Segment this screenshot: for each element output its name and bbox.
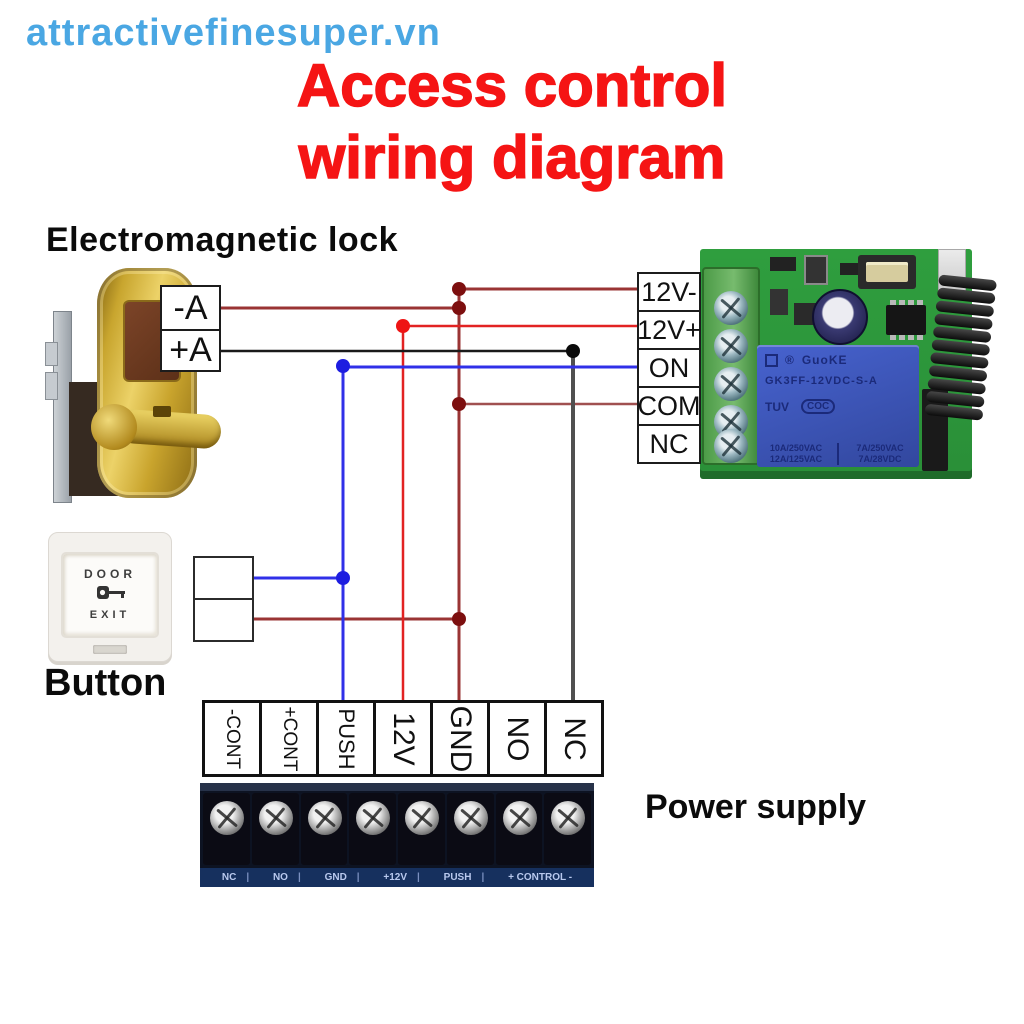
- terminal-screw: [356, 801, 391, 835]
- controller-terminal-cont-minus: -CONT: [202, 700, 262, 777]
- controller-terminal-12v: 12V: [373, 700, 433, 777]
- exit-button-image: DOOR EXIT: [48, 532, 172, 662]
- controller-terminal-push: PUSH: [316, 700, 376, 777]
- pcb-component: [804, 255, 828, 285]
- ps-label-no: NO: [273, 872, 301, 883]
- terminal-screw: [714, 291, 748, 325]
- controller-terminal-gnd: GND: [430, 700, 490, 777]
- controller-terminal-cont-plus: +CONT: [259, 700, 319, 777]
- relay-terminal-on: ON: [637, 348, 701, 388]
- exit-button-face: DOOR EXIT: [61, 552, 159, 638]
- junction-dot-darkred-1: [452, 282, 466, 296]
- page-title: Access control wiring diagram: [0, 50, 1024, 194]
- button-terminal-box-lower: [193, 598, 254, 642]
- controller-terminal-no: NO: [487, 700, 547, 777]
- terminal-screw: [714, 429, 748, 463]
- exit-button-door-text: DOOR: [84, 567, 136, 581]
- pcb-antenna-coil: [923, 274, 997, 435]
- key-icon: [97, 586, 125, 599]
- lock-latch-bolt: [45, 342, 58, 366]
- ps-terminal: [446, 793, 494, 865]
- terminal-screw: [714, 329, 748, 363]
- power-supply-pcb-edge: [200, 783, 594, 791]
- terminal-screw: [714, 367, 748, 401]
- lock-section-heading: Electromagnetic lock: [46, 221, 399, 259]
- relay-logo-icon: [765, 353, 778, 367]
- page-title-line1: Access control: [296, 51, 728, 120]
- pcb-ic-chip: [886, 300, 926, 340]
- junction-dot-darkred-3: [452, 397, 466, 411]
- exit-button-brand-badge: [93, 645, 127, 654]
- power-supply-port-labels: NC NO GND +12V PUSH + CONTROL -: [200, 868, 594, 887]
- ps-label-gnd: GND: [325, 872, 360, 883]
- relay-screw-terminal-block: [702, 267, 760, 465]
- terminal-screw: [405, 801, 439, 835]
- relay-reg-mark: ®: [785, 353, 795, 367]
- relay-brand-row: ® GuoKE: [765, 353, 848, 367]
- watermark-text: attractivefinesuper.vn: [26, 12, 441, 54]
- relay-rating-divider: [837, 443, 839, 465]
- controller-terminal-nc: NC: [544, 700, 604, 777]
- ps-label-control: + CONTROL -: [508, 872, 573, 883]
- relay-terminal-12v-plus: 12V+: [637, 310, 701, 350]
- power-supply-terminal-blocks: [202, 792, 592, 866]
- terminal-screw: [453, 801, 488, 835]
- relay-cert-coc: COC: [801, 399, 836, 414]
- relay-cert-row: TUV COC: [765, 399, 836, 414]
- lock-handle-hub: [153, 406, 171, 417]
- pcb-component: [770, 257, 796, 271]
- relay-cert-tuv: TUV: [765, 399, 789, 414]
- page-title-line2: wiring diagram: [298, 123, 726, 192]
- relay-terminal-com: COM: [637, 386, 701, 426]
- pcb-component: [770, 289, 788, 315]
- exit-button-exit-text: EXIT: [89, 609, 131, 621]
- terminal-screw: [551, 801, 586, 835]
- ps-label-12v: +12V: [383, 872, 419, 883]
- junction-dot-darkred-4: [452, 612, 466, 626]
- ps-label-nc: NC: [222, 872, 249, 883]
- ps-terminal: [251, 793, 299, 865]
- pcb-component: [840, 263, 858, 275]
- terminal-screw: [502, 801, 537, 835]
- junction-dot-darkred-2: [452, 301, 466, 315]
- lock-terminal-negative: -A: [160, 285, 221, 331]
- junction-dot-blue-1: [336, 359, 350, 373]
- junction-dot-black: [566, 344, 580, 358]
- relay-module-image: ® GuoKE GK3FF-12VDC-S-A TUV COC 10A/250V…: [700, 249, 997, 479]
- terminal-screw: [307, 801, 342, 835]
- relay-blue-body: ® GuoKE GK3FF-12VDC-S-A TUV COC 10A/250V…: [757, 345, 919, 467]
- controller-terminal-row: -CONT +CONT PUSH 12V GND NO NC: [202, 700, 604, 777]
- lock-terminal-positive: +A: [160, 329, 221, 372]
- ps-terminal: [349, 793, 396, 865]
- pcb-capacitor: [812, 289, 868, 345]
- ps-terminal: [398, 793, 445, 865]
- ps-terminal: [300, 793, 348, 865]
- relay-terminal-12v-minus: 12V-: [637, 272, 701, 312]
- ps-label-push: PUSH: [444, 872, 485, 883]
- junction-dot-blue-2: [336, 571, 350, 585]
- lock-handle-knob: [91, 404, 137, 450]
- power-supply-heading: Power supply: [645, 788, 867, 826]
- relay-rating-right: 7A/250VAC 7A/28VDC: [856, 443, 904, 464]
- relay-rating-left: 10A/250VAC 12A/125VAC: [769, 443, 823, 464]
- lock-dead-bolt: [45, 372, 58, 400]
- button-section-heading: Button: [44, 662, 167, 704]
- junction-dot-red: [396, 319, 410, 333]
- ps-terminal: [544, 793, 591, 865]
- relay-model: GK3FF-12VDC-S-A: [765, 375, 878, 387]
- relay-ratings: 10A/250VAC 12A/125VAC 7A/250VAC 7A/28VDC: [757, 443, 919, 465]
- relay-brand: GuoKE: [801, 353, 848, 367]
- power-supply-image: NC NO GND +12V PUSH + CONTROL -: [200, 783, 594, 887]
- ps-terminal: [495, 793, 543, 865]
- pcb-pushbutton: [858, 255, 916, 289]
- button-terminal-box-upper: [193, 556, 254, 600]
- terminal-screw: [210, 801, 244, 835]
- ps-terminal: [203, 793, 250, 865]
- terminal-screw: [258, 801, 293, 835]
- relay-terminal-nc: NC: [637, 424, 701, 464]
